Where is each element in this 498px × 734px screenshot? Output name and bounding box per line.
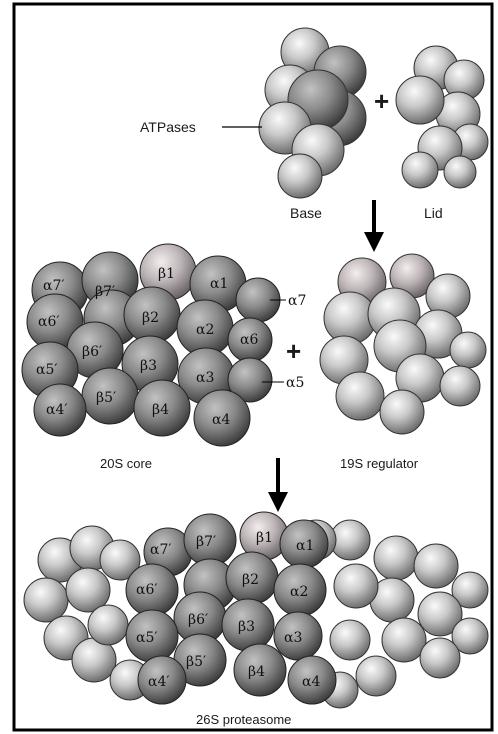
p-a4: α4 (302, 674, 320, 690)
p-b4: β4 (248, 664, 265, 680)
sub-a1: α1 (210, 276, 228, 292)
core20s-label: 20S core (100, 456, 152, 471)
sub-b5p: β5′ (96, 390, 116, 406)
lid-label: Lid (424, 205, 443, 221)
sub-b3: β3 (140, 358, 157, 374)
p-a3: α3 (284, 630, 302, 646)
plus-top: + (374, 86, 389, 116)
sub-a2: α2 (196, 322, 214, 338)
p-b3: β3 (238, 619, 255, 635)
p-b5p: β5′ (186, 654, 206, 670)
sub-a7: α7 (288, 293, 306, 309)
base-label: Base (290, 205, 322, 221)
p-a5p: α5′ (136, 630, 158, 646)
sub-a6: α6 (240, 332, 258, 348)
sub-a6p: α6′ (38, 314, 60, 330)
sub-a4p: α4′ (46, 402, 68, 418)
sub-b7p: β7′ (95, 284, 115, 300)
p-a2: α2 (290, 584, 308, 600)
sub-a5: α5 (286, 375, 304, 391)
sub-b1: β1 (158, 266, 175, 282)
sub-a4: α4 (212, 412, 230, 428)
prot26s-label: 26S proteasome (196, 712, 291, 727)
sub-b2: β2 (142, 310, 159, 326)
sub-a5p: α5′ (36, 362, 58, 378)
plus-mid: + (286, 336, 301, 366)
atpases-label: ATPases (140, 119, 196, 135)
p-b6p: β6′ (188, 612, 208, 628)
p-a4p: α4′ (148, 674, 170, 690)
sub-b4: β4 (152, 402, 169, 418)
p-b2: β2 (242, 572, 259, 588)
sub-b6p: β6′ (82, 344, 102, 360)
p-b7p: β7′ (196, 534, 216, 550)
reg19s-label: 19S regulator (340, 456, 419, 471)
p-a6p: α6′ (136, 582, 158, 598)
sub-a7p: α7′ (43, 278, 65, 294)
p-b1: β1 (256, 530, 273, 546)
p-a7p: α7′ (150, 542, 172, 558)
sub-a3: α3 (196, 370, 214, 386)
p-a1: α1 (296, 538, 314, 554)
